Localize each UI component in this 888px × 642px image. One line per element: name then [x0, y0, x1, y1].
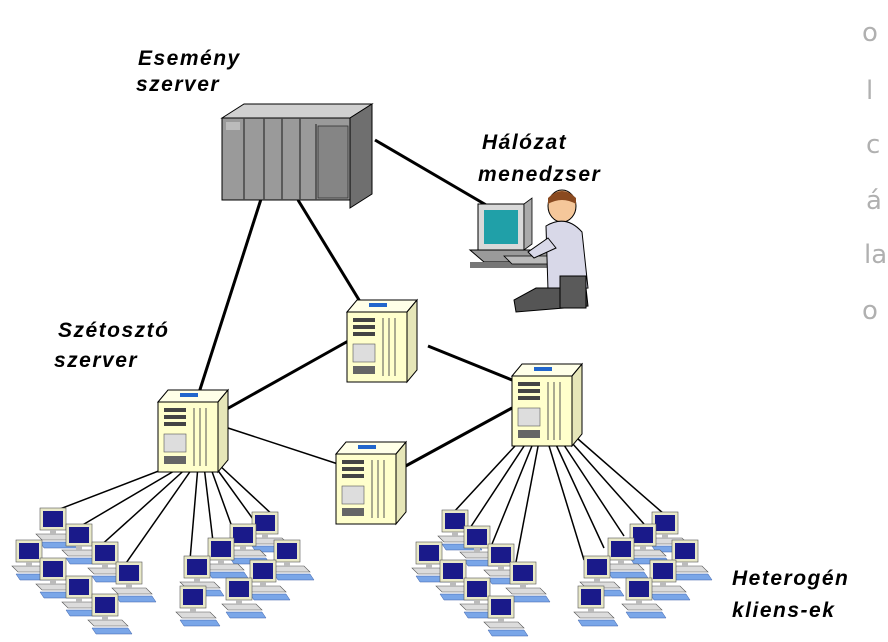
event-server-label-line2: szerver [136, 73, 221, 96]
link-lower-to-right [401, 406, 513, 470]
link-middle-to-right [427, 344, 513, 382]
client-pc-icon [269, 539, 315, 581]
link-distribution-to-middle [224, 338, 351, 412]
link-event-to-distribution [194, 195, 264, 403]
operator-person-icon [513, 189, 589, 313]
client-pc-icon [111, 561, 157, 603]
right-edge-fragment: á [866, 186, 882, 216]
event-server-mainframe-icon [220, 103, 374, 209]
right-server-tower-icon [511, 363, 583, 447]
left-client-cluster [11, 507, 315, 635]
network-manager-label-line1: Hálózat [482, 131, 568, 154]
link-event-to-middle [296, 199, 369, 314]
network-manager-workstation-icon [468, 189, 589, 313]
network-manager-label-line2: menedzser [478, 163, 602, 186]
heterogeneous-clients-label-line2: kliens-ek [732, 599, 836, 622]
network-manager-label: Hálózat menedzser [478, 130, 601, 188]
link-distribution-to-lower [227, 427, 339, 465]
distribution-server-label: Szétosztó szerver [54, 318, 170, 374]
middle-server-tower-icon [346, 299, 418, 383]
distribution-server-label-line1: Szétosztó [58, 319, 170, 342]
distribution-server-tower-icon [157, 389, 229, 473]
right-edge-fragment: l [866, 76, 874, 106]
distribution-server-label-line2: szerver [54, 349, 139, 372]
right-fan-lines [451, 431, 665, 563]
heterogeneous-clients-label-line1: Heterogén [732, 567, 850, 590]
event-server-label: Esemény szerver [136, 46, 241, 98]
event-server-label-line1: Esemény [138, 47, 241, 70]
lower-server-tower-icon [335, 441, 407, 525]
right-edge-fragment: o [862, 296, 878, 326]
right-edge-fragment: o [862, 18, 878, 48]
right-edge-fragment: c [866, 130, 881, 160]
right-edge-fragment: la [864, 240, 888, 270]
link-event-to-manager [374, 138, 506, 218]
heterogeneous-clients-label: Heterogén kliens-ek [732, 566, 849, 624]
right-client-cluster [411, 509, 713, 637]
